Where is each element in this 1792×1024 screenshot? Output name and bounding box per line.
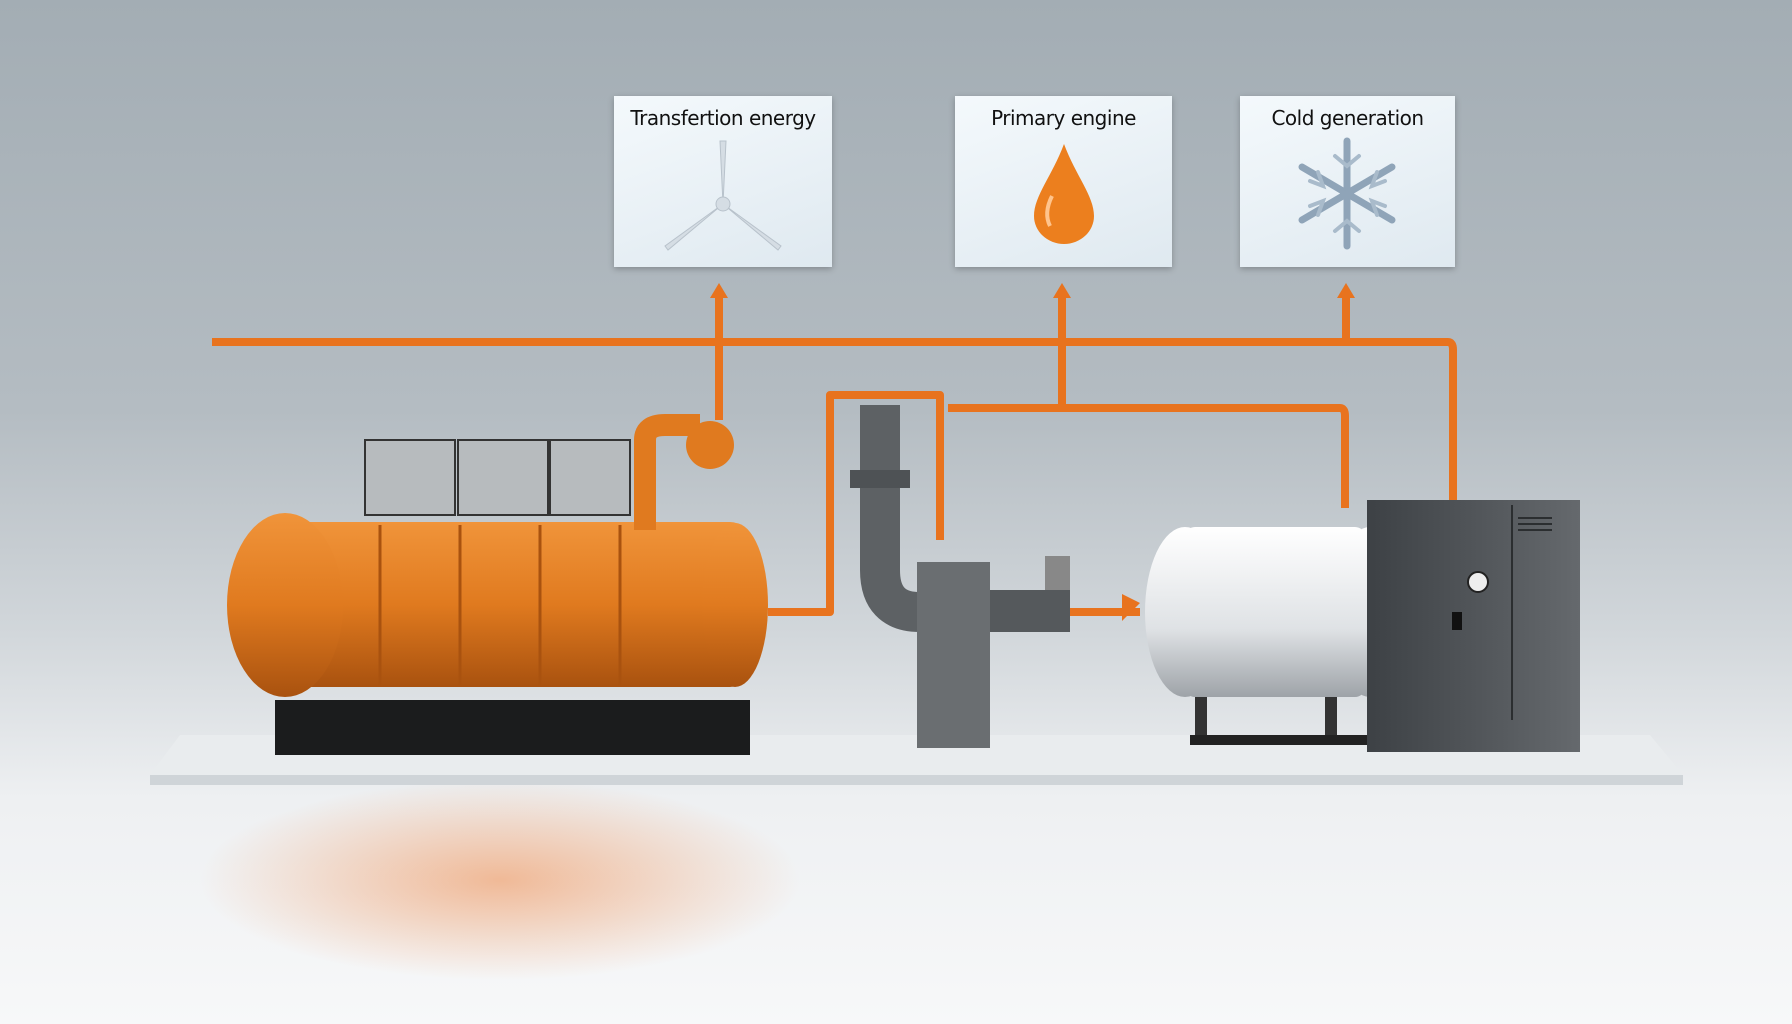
card-label: Transfertion energy <box>630 106 816 130</box>
exhaust-unit <box>850 405 1070 748</box>
vent-grille <box>1518 517 1552 531</box>
platform-edge <box>150 775 1683 785</box>
fuel-drop-icon <box>1033 144 1094 244</box>
snowflake-icon <box>1298 137 1396 250</box>
engine <box>227 414 768 755</box>
chiller-cabinet <box>1367 500 1580 752</box>
gauge-icon <box>1467 571 1489 593</box>
wind-turbine-icon <box>664 140 782 251</box>
card-transfer-energy: Transfertion energy <box>614 96 832 267</box>
card-label: Cold generation <box>1271 106 1424 130</box>
card-cold-generation: Cold generation <box>1240 96 1455 267</box>
pipe-network <box>212 338 1457 616</box>
engine-reflection <box>200 780 800 980</box>
card-primary-engine: Primary engine <box>955 96 1172 267</box>
arrow-up-icons <box>710 283 1355 621</box>
card-label: Primary engine <box>991 106 1136 130</box>
cabinet-handle <box>1452 612 1462 630</box>
